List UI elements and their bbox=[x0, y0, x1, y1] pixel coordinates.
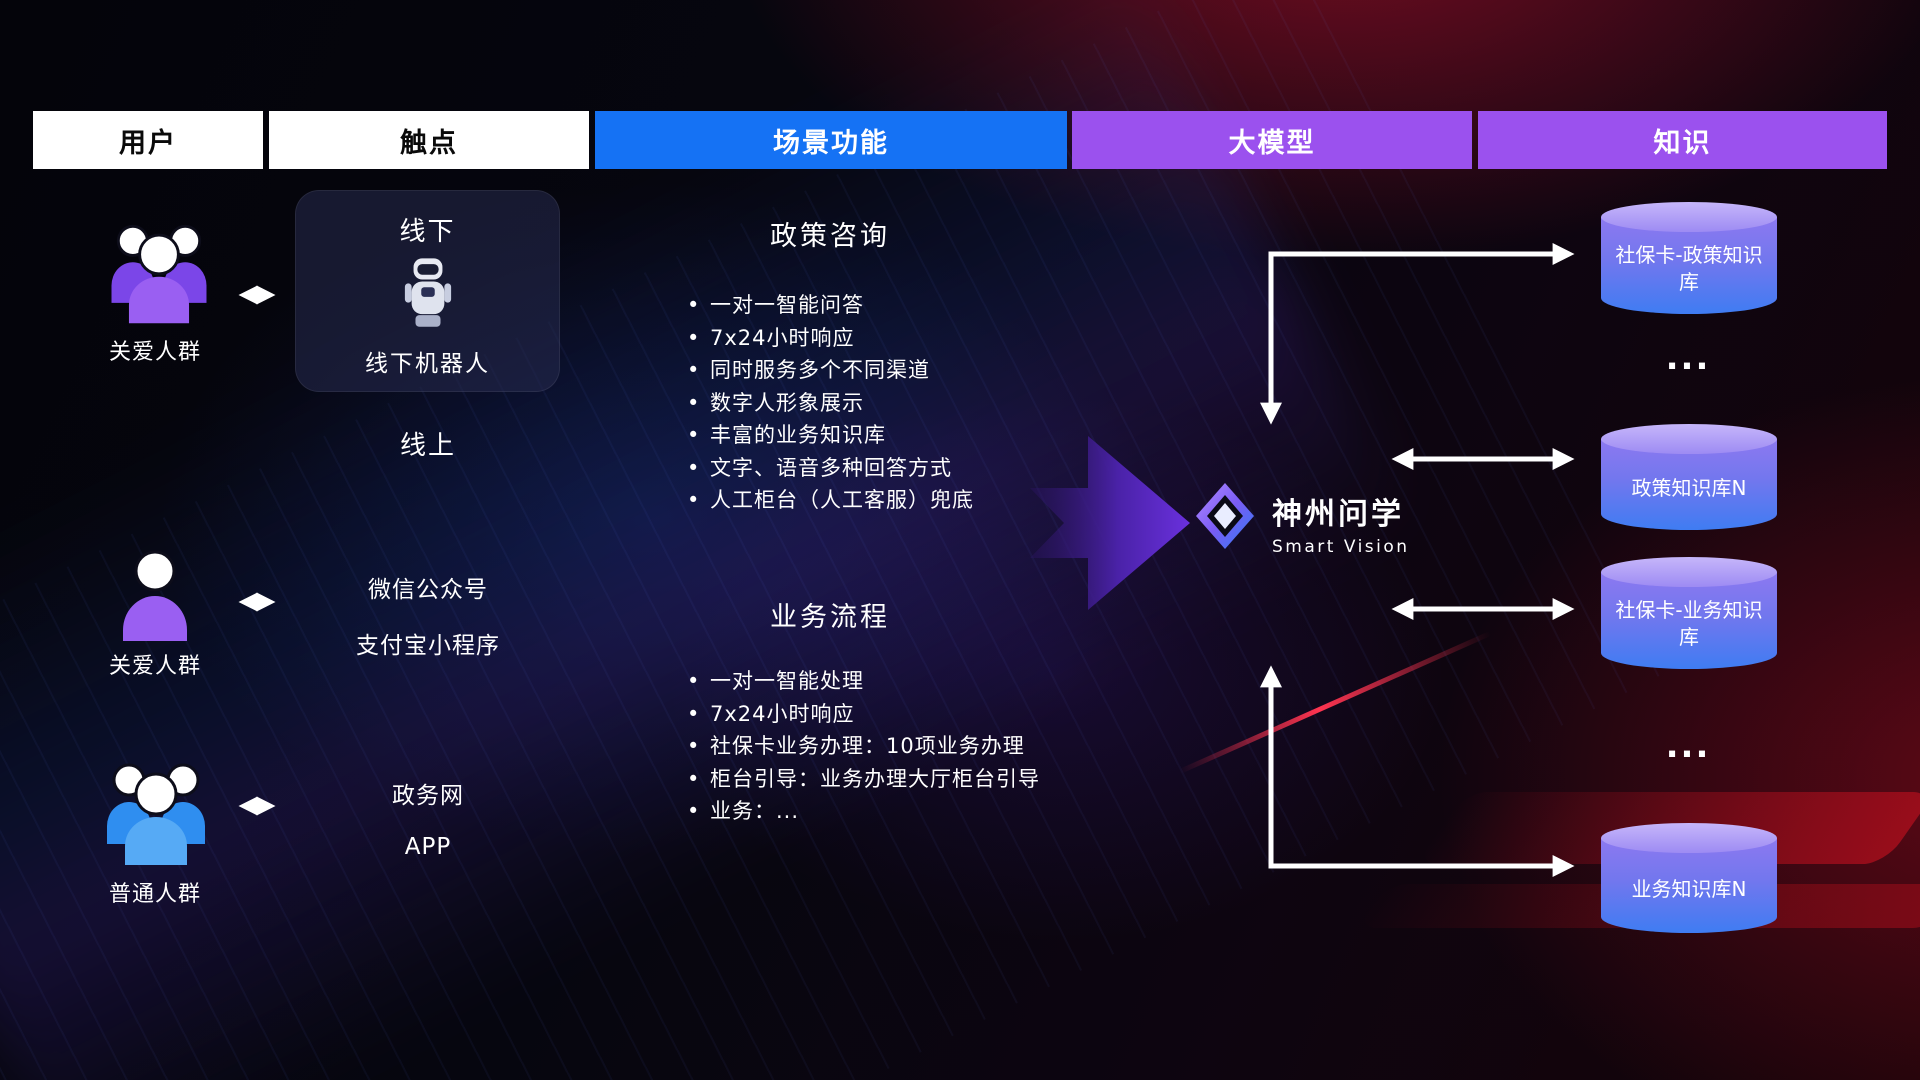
header-scenario-functions-label: 场景功能 bbox=[773, 127, 889, 159]
logo-gem-icon bbox=[1192, 480, 1258, 556]
feature-item: 柜台引导：业务办理大厅柜台引导 bbox=[684, 763, 1040, 796]
business-feature-list: 一对一智能处理 7x24小时响应 社保卡业务办理：10项业务办理 柜台引导：业务… bbox=[684, 665, 1040, 828]
touchpoint-wechat: 微信公众号 bbox=[368, 577, 488, 603]
knowledge-ellipsis-bottom: ... bbox=[1665, 726, 1711, 766]
people-group-blue-icon bbox=[90, 752, 222, 870]
db-label: 业务知识库N bbox=[1631, 876, 1747, 901]
feature-item: 社保卡业务办理：10项业务办理 bbox=[684, 730, 1040, 763]
policy-feature-list: 一对一智能问答 7x24小时响应 同时服务多个不同渠道 数字人形象展示 丰富的业… bbox=[684, 289, 974, 517]
user-label-ordinary-group: 普通人群 bbox=[108, 882, 201, 907]
knowledge-db-business-n: 业务知识库N bbox=[1601, 823, 1777, 933]
user-label-care-group-2: 关爱人群 bbox=[108, 654, 201, 679]
db-label: 社保卡-业务知识库 bbox=[1615, 598, 1763, 649]
scenario-title-business: 业务流程 bbox=[770, 602, 890, 633]
feature-item: 同时服务多个不同渠道 bbox=[684, 354, 974, 387]
feature-item: 7x24小时响应 bbox=[684, 322, 974, 355]
big-flow-arrow-icon bbox=[1030, 428, 1195, 622]
header-users: 用户 bbox=[33, 111, 263, 169]
people-group-purple-icon bbox=[96, 212, 222, 330]
touchpoint-gov-web: 政务网 bbox=[392, 783, 464, 809]
robot-icon bbox=[402, 256, 454, 334]
db-label: 社保卡-政策知识库 bbox=[1615, 243, 1763, 294]
header-large-model: 大模型 bbox=[1072, 111, 1472, 169]
db-label: 政策知识库N bbox=[1631, 475, 1747, 500]
model-name: 神州问学 bbox=[1272, 497, 1404, 532]
online-title: 线上 bbox=[399, 431, 456, 461]
feature-item: 7x24小时响应 bbox=[684, 698, 1040, 731]
header-knowledge: 知识 bbox=[1478, 111, 1887, 169]
knowledge-db-policy-social-card: 社保卡-政策知识库 bbox=[1601, 202, 1777, 314]
header-knowledge-label: 知识 bbox=[1653, 127, 1712, 159]
db-cylinder-cap bbox=[1601, 424, 1777, 454]
db-cylinder-body bbox=[1601, 439, 1777, 530]
feature-item: 文字、语音多种回答方式 bbox=[684, 452, 974, 485]
feature-item: 业务：... bbox=[684, 795, 1040, 828]
offline-title: 线下 bbox=[399, 217, 456, 247]
db-cylinder-body bbox=[1601, 838, 1777, 933]
db-cylinder-cap bbox=[1601, 557, 1777, 587]
header-users-label: 用户 bbox=[119, 127, 177, 159]
user-label-care-group-1: 关爱人群 bbox=[108, 340, 201, 365]
model-knowledge-connectors bbox=[1259, 242, 1575, 878]
header-touchpoints-label: 触点 bbox=[400, 127, 458, 159]
knowledge-ellipsis-top: ... bbox=[1665, 338, 1711, 378]
offline-robot-label: 线下机器人 bbox=[365, 351, 490, 377]
feature-item: 一对一智能问答 bbox=[684, 289, 974, 322]
db-cylinder-cap bbox=[1601, 823, 1777, 853]
feature-item: 数字人形象展示 bbox=[684, 387, 974, 420]
feature-item: 一对一智能处理 bbox=[684, 665, 1040, 698]
knowledge-db-business-social-card: 社保卡-业务知识库 bbox=[1601, 557, 1777, 669]
model-subtitle: Smart Vision bbox=[1272, 537, 1410, 557]
db-cylinder-cap bbox=[1601, 202, 1777, 232]
model-logo-text: 神州问学 Smart Vision bbox=[1272, 489, 1410, 557]
header-scenario-functions: 场景功能 bbox=[595, 111, 1067, 169]
db-cylinder-body bbox=[1601, 572, 1777, 669]
person-purple-icon bbox=[116, 548, 194, 646]
header-large-model-label: 大模型 bbox=[1228, 127, 1316, 159]
header-touchpoints: 触点 bbox=[269, 111, 589, 169]
db-cylinder-body bbox=[1601, 217, 1777, 314]
offline-touchpoint-panel: 线下 线下机器人 bbox=[295, 190, 560, 392]
background-red-streak bbox=[1178, 631, 1492, 774]
touchpoint-alipay: 支付宝小程序 bbox=[356, 633, 500, 659]
scenario-title-policy: 政策咨询 bbox=[770, 221, 890, 252]
feature-item: 人工柜台（人工客服）兜底 bbox=[684, 484, 974, 517]
knowledge-db-policy-n: 政策知识库N bbox=[1601, 424, 1777, 530]
user-touchpoint-connectors bbox=[238, 285, 276, 816]
feature-item: 丰富的业务知识库 bbox=[684, 419, 974, 452]
touchpoint-app: APP bbox=[404, 834, 452, 860]
